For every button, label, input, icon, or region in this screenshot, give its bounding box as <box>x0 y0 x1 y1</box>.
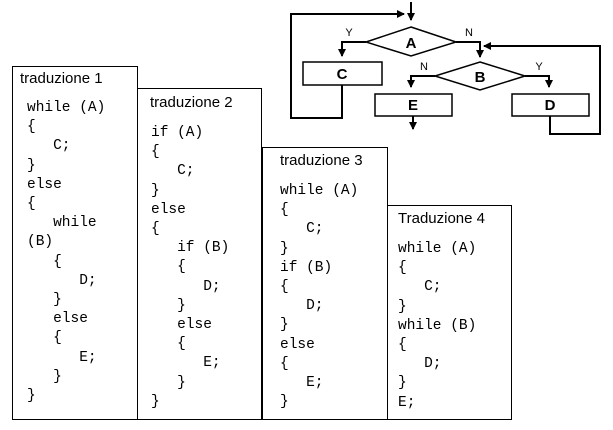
code-line: { <box>151 259 186 276</box>
translation-4-title: Traduzione 4 <box>398 210 485 227</box>
code-line: { <box>151 221 160 238</box>
code-line: if (B) <box>280 259 333 276</box>
code-line: { <box>398 260 407 277</box>
code-line: { <box>27 119 36 136</box>
code-line: E; <box>27 349 97 366</box>
a-yes-label: Y <box>345 27 353 39</box>
code-line: } <box>398 375 407 392</box>
translation-panel-4 <box>387 205 512 420</box>
code-line: if (A) <box>151 125 204 141</box>
code-line: { <box>27 253 62 270</box>
b-no-arrow <box>407 75 435 88</box>
code-line: } <box>27 388 36 405</box>
code-line: } <box>280 394 289 411</box>
code-line: while (A) <box>398 241 477 257</box>
code-line: { <box>151 336 186 353</box>
code-line: { <box>280 355 289 372</box>
code-line: C; <box>151 163 195 180</box>
translation-3-title: traduzione 3 <box>280 152 363 169</box>
code-line: { <box>280 202 289 219</box>
code-line: else <box>280 336 315 353</box>
box-c-label: C <box>337 66 348 83</box>
code-line: D; <box>280 298 324 315</box>
code-line: { <box>151 144 160 161</box>
code-line: E; <box>151 355 221 372</box>
code-line: } <box>151 297 186 314</box>
code-line: } <box>27 292 62 309</box>
code-line: { <box>27 196 36 213</box>
translation-2-code: if (A) { C; } else { if (B) { D; } else … <box>151 124 229 412</box>
code-line: while <box>27 215 97 232</box>
code-line: D; <box>398 356 442 373</box>
code-line: D; <box>151 278 221 295</box>
code-line: else <box>27 311 88 328</box>
code-line: } <box>151 393 160 410</box>
a-yes-arrow <box>338 41 366 57</box>
a-no-label: N <box>465 27 473 39</box>
box-d-label: D <box>545 97 556 114</box>
diamond-b <box>432 61 528 91</box>
translation-panel-2 <box>137 88 262 420</box>
b-no-label: N <box>420 61 428 73</box>
translation-1-code: while (A) { C; } else { while (B) { D; }… <box>27 99 105 406</box>
code-line: C; <box>27 138 71 155</box>
code-line: E; <box>398 394 416 411</box>
flowchart: A Y N C B N Y E D <box>290 2 601 135</box>
code-line: } <box>280 240 289 257</box>
code-line: } <box>27 157 36 174</box>
diamond-b-label: B <box>475 69 486 86</box>
translation-panel-3 <box>262 147 388 420</box>
code-line: else <box>151 201 186 218</box>
code-line: if (B) <box>151 240 230 257</box>
b-yes-label: Y <box>535 61 543 73</box>
code-line: C; <box>398 279 442 296</box>
code-line: while (A) <box>280 183 359 199</box>
translation-panel-1 <box>12 66 138 420</box>
translation-1-title: traduzione 1 <box>20 70 103 87</box>
diamond-a-label: A <box>406 35 417 52</box>
b-yes-arrow <box>525 75 553 88</box>
a-no-arrow <box>456 41 484 58</box>
d-loop-arrow <box>483 42 601 135</box>
code-line: } <box>151 182 160 199</box>
c-loop-arrow <box>290 10 405 119</box>
code-line: while (A) <box>27 100 106 116</box>
code-line: while (B) <box>398 317 477 334</box>
box-e-label: E <box>408 97 418 114</box>
code-line: } <box>280 317 289 334</box>
code-line: { <box>398 337 407 354</box>
code-line: } <box>27 368 62 385</box>
code-line: C; <box>280 221 324 238</box>
code-line: { <box>27 330 62 347</box>
diamond-a <box>363 26 459 57</box>
code-line: else <box>27 176 62 193</box>
code-line: { <box>280 279 289 296</box>
code-line: E; <box>280 375 324 392</box>
code-line: } <box>151 374 186 391</box>
code-line: D; <box>27 272 97 289</box>
code-line: (B) <box>27 234 54 251</box>
translation-4-code: while (A) { C; } while (B) { D; } E; <box>398 240 476 413</box>
code-line: else <box>151 317 212 334</box>
translation-3-code: while (A) { C; } if (B) { D; } else { E;… <box>280 182 358 412</box>
code-line: } <box>398 298 407 315</box>
translation-2-title: traduzione 2 <box>150 94 233 111</box>
